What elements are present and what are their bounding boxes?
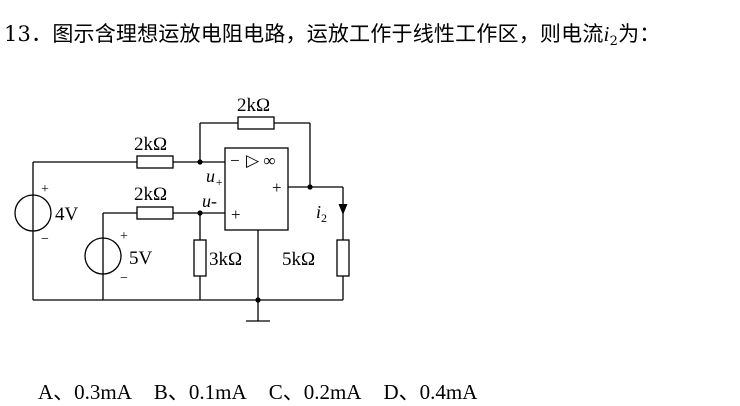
source2-plus-sign: + bbox=[120, 229, 128, 244]
question-number: 13． bbox=[4, 22, 53, 46]
answer-option-c[interactable]: C、0.2mA bbox=[268, 380, 362, 404]
current-arrow-icon bbox=[338, 204, 348, 215]
question-body: 图示含理想运放电阻电路，运放工作于线性工作区，则电流 bbox=[52, 22, 604, 46]
junction-dot bbox=[197, 159, 203, 165]
resistor-bottom-input bbox=[136, 206, 174, 220]
source1-plus-sign: + bbox=[41, 182, 49, 197]
opamp-body bbox=[224, 147, 289, 231]
answer-option-a[interactable]: A、0.3mA bbox=[38, 380, 132, 404]
answer-option-b[interactable]: B、0.1mA bbox=[153, 380, 247, 404]
label-current-i2: i2 bbox=[316, 202, 327, 225]
resistor-ground bbox=[193, 239, 207, 277]
resistor-top-input bbox=[136, 155, 174, 169]
question-tail: 为： bbox=[618, 22, 661, 46]
opamp-minus-terminal: − bbox=[230, 151, 240, 170]
voltage-source-5v bbox=[84, 237, 122, 275]
question-var: i bbox=[603, 22, 610, 46]
question-text: 13．图示含理想运放电阻电路，运放工作于线性工作区，则电流i2为： bbox=[4, 18, 660, 49]
label-r-feedback: 2kΩ bbox=[237, 95, 270, 116]
label-r-top-input: 2kΩ bbox=[134, 134, 167, 155]
label-r-bottom-input: 2kΩ bbox=[134, 184, 167, 205]
opamp-symbol: ▷ ∞ bbox=[246, 151, 275, 170]
resistor-feedback bbox=[237, 116, 275, 130]
answer-option-d[interactable]: D、0.4mA bbox=[383, 380, 478, 404]
junction-dot bbox=[255, 297, 261, 303]
source2-minus-sign: − bbox=[120, 271, 128, 286]
opamp-output-plus: + bbox=[272, 178, 282, 197]
label-u-plus: u+ bbox=[206, 166, 223, 189]
label-r-ground: 3kΩ bbox=[209, 249, 242, 270]
junction-dot bbox=[307, 184, 313, 190]
junction-dot bbox=[197, 210, 203, 216]
question-var-sub: 2 bbox=[609, 34, 619, 49]
voltage-source-4v bbox=[14, 194, 52, 232]
resistor-load bbox=[336, 239, 350, 277]
source1-minus-sign: − bbox=[41, 232, 49, 247]
answer-options: A、0.3mA B、0.1mA C、0.2mA D、0.4mA bbox=[38, 376, 499, 406]
opamp-plus-terminal: + bbox=[231, 205, 241, 224]
label-u-minus: u- bbox=[202, 191, 217, 211]
label-source1-value: 4V bbox=[55, 204, 79, 225]
label-source2-value: 5V bbox=[129, 248, 153, 269]
label-r-load: 5kΩ bbox=[282, 249, 315, 270]
